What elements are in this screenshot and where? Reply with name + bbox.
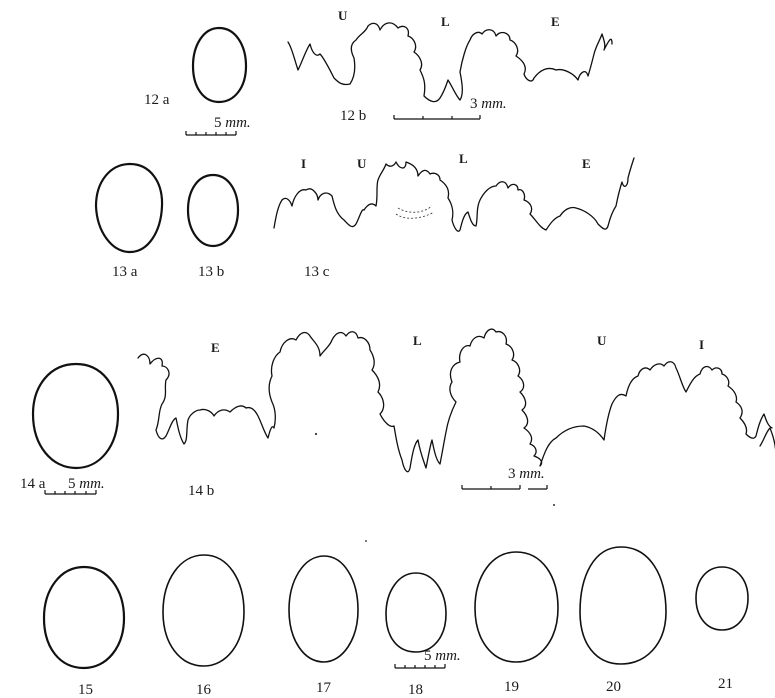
scale-bar-14b — [461, 485, 548, 490]
speck — [314, 432, 318, 436]
lobe-label-13c-e: E — [582, 156, 591, 171]
lobe-label-12b-u: U — [338, 8, 348, 23]
label-13b: 13 b — [198, 264, 224, 280]
suture-detail-13c — [395, 205, 435, 219]
lobe-label-14b-u: U — [597, 333, 607, 348]
scale-bar-18 — [394, 664, 446, 669]
label-13c: 13 c — [304, 264, 330, 280]
lobe-label-12b-e: E — [551, 14, 560, 29]
outline-17 — [288, 555, 359, 663]
scale-label-14a: 5 mm. — [68, 476, 105, 492]
lobe-label-14b-l: L — [413, 333, 422, 348]
suture-line-13c — [273, 157, 635, 232]
outline-20 — [579, 546, 667, 665]
scale-label-12a: 5 mm. — [214, 115, 251, 131]
lobe-label-14b-i: I — [699, 337, 704, 352]
label-16: 16 — [196, 682, 212, 698]
scale-label-18: 5 mm. — [424, 648, 461, 664]
label-13a: 13 a — [112, 264, 138, 280]
outline-14a — [31, 362, 120, 470]
lobe-label-13c-l: L — [459, 151, 468, 166]
lobe-label-13c-u: U — [357, 156, 367, 171]
outline-12a — [191, 26, 248, 104]
label-21: 21 — [718, 676, 733, 692]
scale-label-14b: 3 mm. — [508, 466, 545, 482]
outline-21 — [695, 566, 749, 631]
label-18: 18 — [408, 682, 423, 698]
outline-15 — [42, 565, 126, 670]
label-17: 17 — [316, 680, 332, 696]
label-19: 19 — [504, 679, 519, 695]
scale-bar-12a — [185, 131, 237, 136]
scale-bar-14a — [44, 490, 97, 495]
outline-19 — [474, 551, 559, 663]
speck — [553, 504, 555, 506]
label-14a: 14 a — [20, 476, 46, 492]
label-12b: 12 b — [340, 108, 366, 124]
suture-line-14b — [137, 328, 773, 473]
suture-line-12b — [287, 22, 613, 103]
scale-label-12b: 3 mm. — [470, 96, 507, 112]
outline-13b — [186, 173, 240, 248]
suture-line-14b-end — [759, 427, 775, 450]
label-15: 15 — [78, 682, 93, 698]
outline-18 — [385, 572, 447, 653]
speck — [365, 540, 367, 542]
label-20: 20 — [606, 679, 621, 695]
lobe-label-14b-e: E — [211, 340, 220, 355]
outline-13a — [94, 162, 164, 254]
label-12a: 12 a — [144, 92, 170, 108]
lobe-label-13c-i: I — [301, 156, 306, 171]
outline-16 — [162, 554, 245, 667]
lobe-label-12b-l: L — [441, 14, 450, 29]
scale-bar-12b — [393, 115, 481, 120]
label-14b: 14 b — [188, 483, 214, 499]
